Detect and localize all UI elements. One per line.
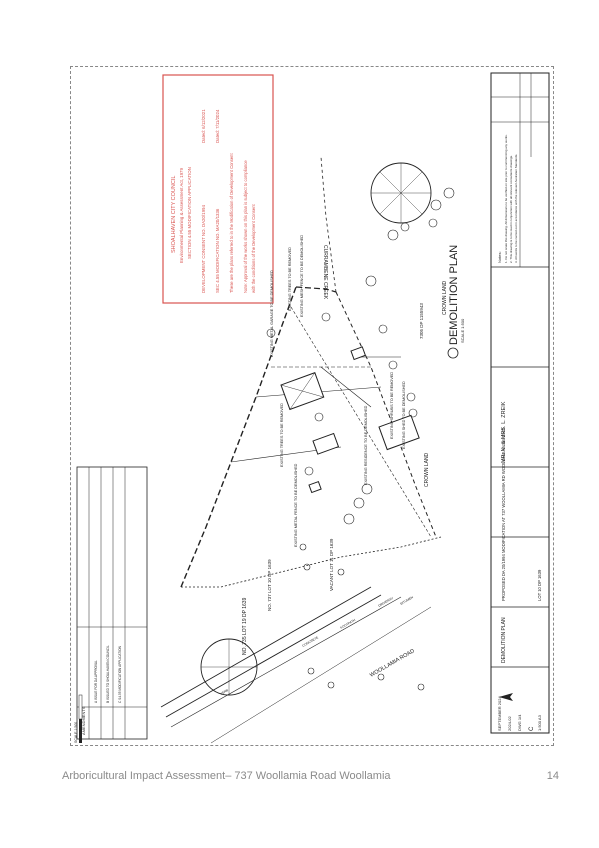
note-shrubs: EXISTING SHRUBS TO BE REMOVED	[390, 372, 394, 439]
svg-text:DEMOLITION PLAN: DEMOLITION PLAN	[448, 245, 460, 345]
stamp-dated-1: Dated: 6/12/2021	[201, 109, 206, 143]
stamp-line-2: Environmental Planning & Assessment Act,…	[179, 168, 184, 263]
tb-date: SEPTEMBER 2024	[497, 696, 502, 731]
amendments-table: AMENDMENTS A ISSUE FOR DA APPROVAL B ISS…	[74, 466, 148, 743]
note-trees-2: EXISTING TREES TO BE REMOVED	[280, 403, 284, 467]
vacant-lot: VACANT LOT 11 DP 1639	[329, 538, 334, 591]
note-garage: EXISTING METAL GARAGE TO BE DEMOLISHED	[270, 270, 274, 357]
scale-bar: SCALE 1:500	[74, 694, 83, 743]
building-residence	[280, 372, 325, 411]
tb-client: MR. N. & MRS. L. ZREIK	[501, 401, 507, 463]
tb-project: PROPOSED DA 20/1994 MODIFICATION AT 737 …	[501, 427, 506, 601]
north-arrow-icon	[499, 693, 513, 701]
svg-text:BITUMEN: BITUMEN	[400, 595, 415, 606]
stamp-line-7: Note: Approval of the works shown on thi…	[243, 160, 248, 293]
site-plan-drawing: Notes: 1. Do not scale this drawing. All…	[74, 72, 550, 744]
svg-text:SCALE 1:500: SCALE 1:500	[460, 318, 465, 343]
lot-737: NO. 737 LOT 10 DP 1639	[267, 559, 272, 611]
tb-job-no: 2024-02	[507, 716, 512, 731]
tb-drawing: DEMOLITION PLAN	[501, 617, 507, 663]
stamp-line-5: SEC 4.55 MODIFICATION NO. MA20/1336	[215, 208, 220, 293]
stamp-line-8: with the conditions of the Development C…	[251, 203, 256, 293]
stamp-dated-2: Dated: 7/11/2024	[215, 109, 220, 143]
scale-label: SCALE 1:500	[74, 722, 78, 743]
building-shed	[308, 346, 366, 494]
crown-land-1: CROWN LAND	[442, 280, 448, 315]
stamp-line-4: DEVELOPMENT CONSENT NO. DA20/1994	[201, 205, 206, 293]
svg-text:B ISSUED TO SHOALHAVEN COUNCI: B ISSUED TO SHOALHAVEN COUNCIL	[106, 645, 110, 703]
note-trees-1: EXISTING TREES TO BE REMOVED	[288, 247, 292, 311]
creek-label: CURRAMBENE CREEK	[322, 245, 328, 300]
note-mesh-fence: EXISTING MESH FENCE TO BE DEMOLISHED	[300, 235, 304, 317]
tree-large-circle-2	[370, 162, 432, 224]
svg-text:CONCRETE: CONCRETE	[302, 635, 319, 647]
trees-small	[266, 187, 455, 691]
lot-735: NO. 735 LOT 19 DP 1639	[242, 597, 248, 655]
svg-text:1. Do not scale this drawing.: 1. Do not scale this drawing. All dimens…	[504, 134, 508, 263]
building-residence-2	[378, 414, 420, 451]
road-annotations: CONCRETE KERB BITUMEN FOOTPATH DRIVEWAY	[220, 595, 415, 696]
footer-title: Arboricultural Impact Assessment– 737 Wo…	[62, 770, 391, 782]
demolition-notes: EXISTING TREES TO BE REMOVED EXISTING ME…	[270, 235, 406, 547]
note-shed: EXISTING SHED TO BE DEMOLISHED	[402, 381, 406, 449]
council-stamp: SHOALHAVEN CITY COUNCIL Environmental Pl…	[162, 74, 274, 304]
tb-sheet-no: DWG 1/4	[517, 714, 522, 731]
svg-text:A ISSUE FOR DA APPROVAL: A ISSUE FOR DA APPROVAL	[94, 660, 98, 703]
amendments-heading: AMENDMENTS	[81, 706, 86, 735]
building-garage	[312, 432, 340, 455]
drawing-sheet: Notes: 1. Do not scale this drawing. All…	[70, 66, 554, 746]
tb-scale: 1:500 A3	[537, 714, 542, 731]
lot-7305: 7305 DP 1155943	[419, 303, 424, 339]
tb-notes-heading: Notes:	[497, 251, 502, 263]
stamp-line-1: SHOALHAVEN CITY COUNCIL	[171, 176, 177, 253]
note-metal-fence: EXISTING METAL FENCE TO BE DEMOLISHED	[294, 463, 298, 547]
page-number: 14	[546, 770, 559, 782]
page-footer: Arboricultural Impact Assessment– 737 Wo…	[62, 770, 559, 782]
road-label: WOOLLAMIA ROAD	[369, 648, 416, 678]
stamp-line-3: SECTION 4.55 MODIFICATION APPLICATION	[187, 167, 192, 259]
stamp-line-6: These are the plans referred to in the M…	[229, 153, 234, 293]
title-block: Notes: 1. Do not scale this drawing. All…	[490, 72, 550, 734]
svg-text:2. This drawing is to be read: 2. This drawing is to be read in conjunc…	[509, 155, 513, 263]
plan-title: DEMOLITION PLAN SCALE 1:500	[447, 245, 465, 359]
note-residence: EXISTING RESIDENCE TO BE DEMOLISHED	[364, 405, 368, 485]
svg-text:3. All works to be carried out: 3. All works to be carried out in accord…	[514, 154, 518, 263]
svg-text:C S4.55 MODIFICATION APPLICAT: C S4.55 MODIFICATION APPLICATION	[118, 645, 122, 703]
svg-text:KERB: KERB	[220, 688, 230, 696]
tb-revision: C	[529, 726, 535, 731]
tree-large-circle	[200, 638, 258, 696]
crown-land-2: CROWN LAND	[424, 452, 430, 487]
site-boundary	[160, 156, 442, 744]
tb-lot-ref: LOT 10 DP 1639	[537, 569, 542, 601]
